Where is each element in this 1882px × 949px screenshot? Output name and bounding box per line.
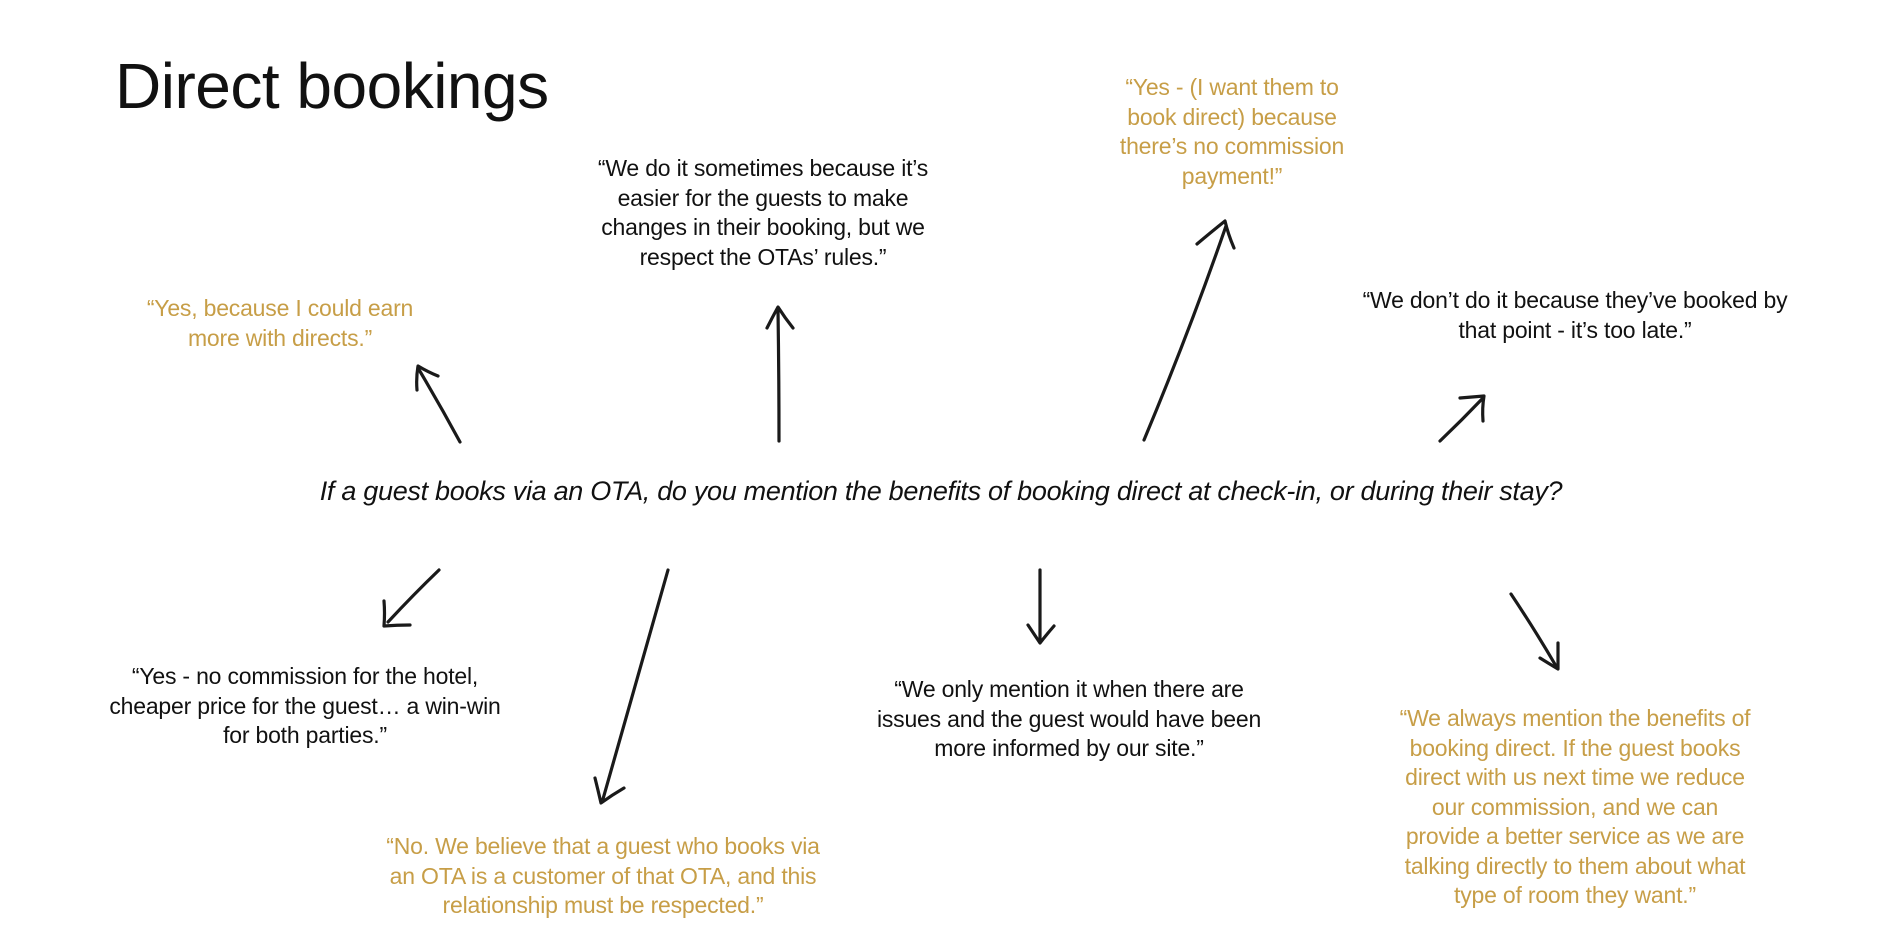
arrow-to-always-mention — [1509, 592, 1560, 671]
quote-dont-too-late: “We don’t do it because they’ve booked b… — [1362, 287, 1788, 343]
central-question: If a guest books via an OTA, do you ment… — [319, 476, 1563, 506]
arrow-to-sometimes-easier — [765, 305, 795, 443]
arrow-to-no-respect-ota — [593, 568, 670, 805]
quote-yes-win-win: “Yes - no commission for the hotel, chea… — [109, 663, 501, 748]
arrow-to-yes-no-commission — [1142, 219, 1236, 442]
quote-yes-no-commission: “Yes - (I want them to book direct) beca… — [1119, 74, 1345, 189]
arrow-to-dont-too-late — [1438, 394, 1486, 443]
page-title: Direct bookings — [115, 49, 549, 122]
quote-always-mention: “We always mention the benefits of booki… — [1399, 705, 1751, 908]
quote-only-issues: “We only mention it when there are issue… — [876, 676, 1262, 761]
quote-no-respect-ota: “No. We believe that a guest who books v… — [386, 833, 820, 918]
quote-sometimes-easier: “We do it sometimes because it’s easier … — [597, 155, 929, 270]
quote-yes-earn-more: “Yes, because I could earn more with dir… — [146, 295, 414, 351]
arrow-to-yes-win-win — [382, 568, 441, 628]
arrow-to-yes-earn-more — [415, 364, 462, 444]
arrow-to-only-issues — [1026, 568, 1056, 645]
